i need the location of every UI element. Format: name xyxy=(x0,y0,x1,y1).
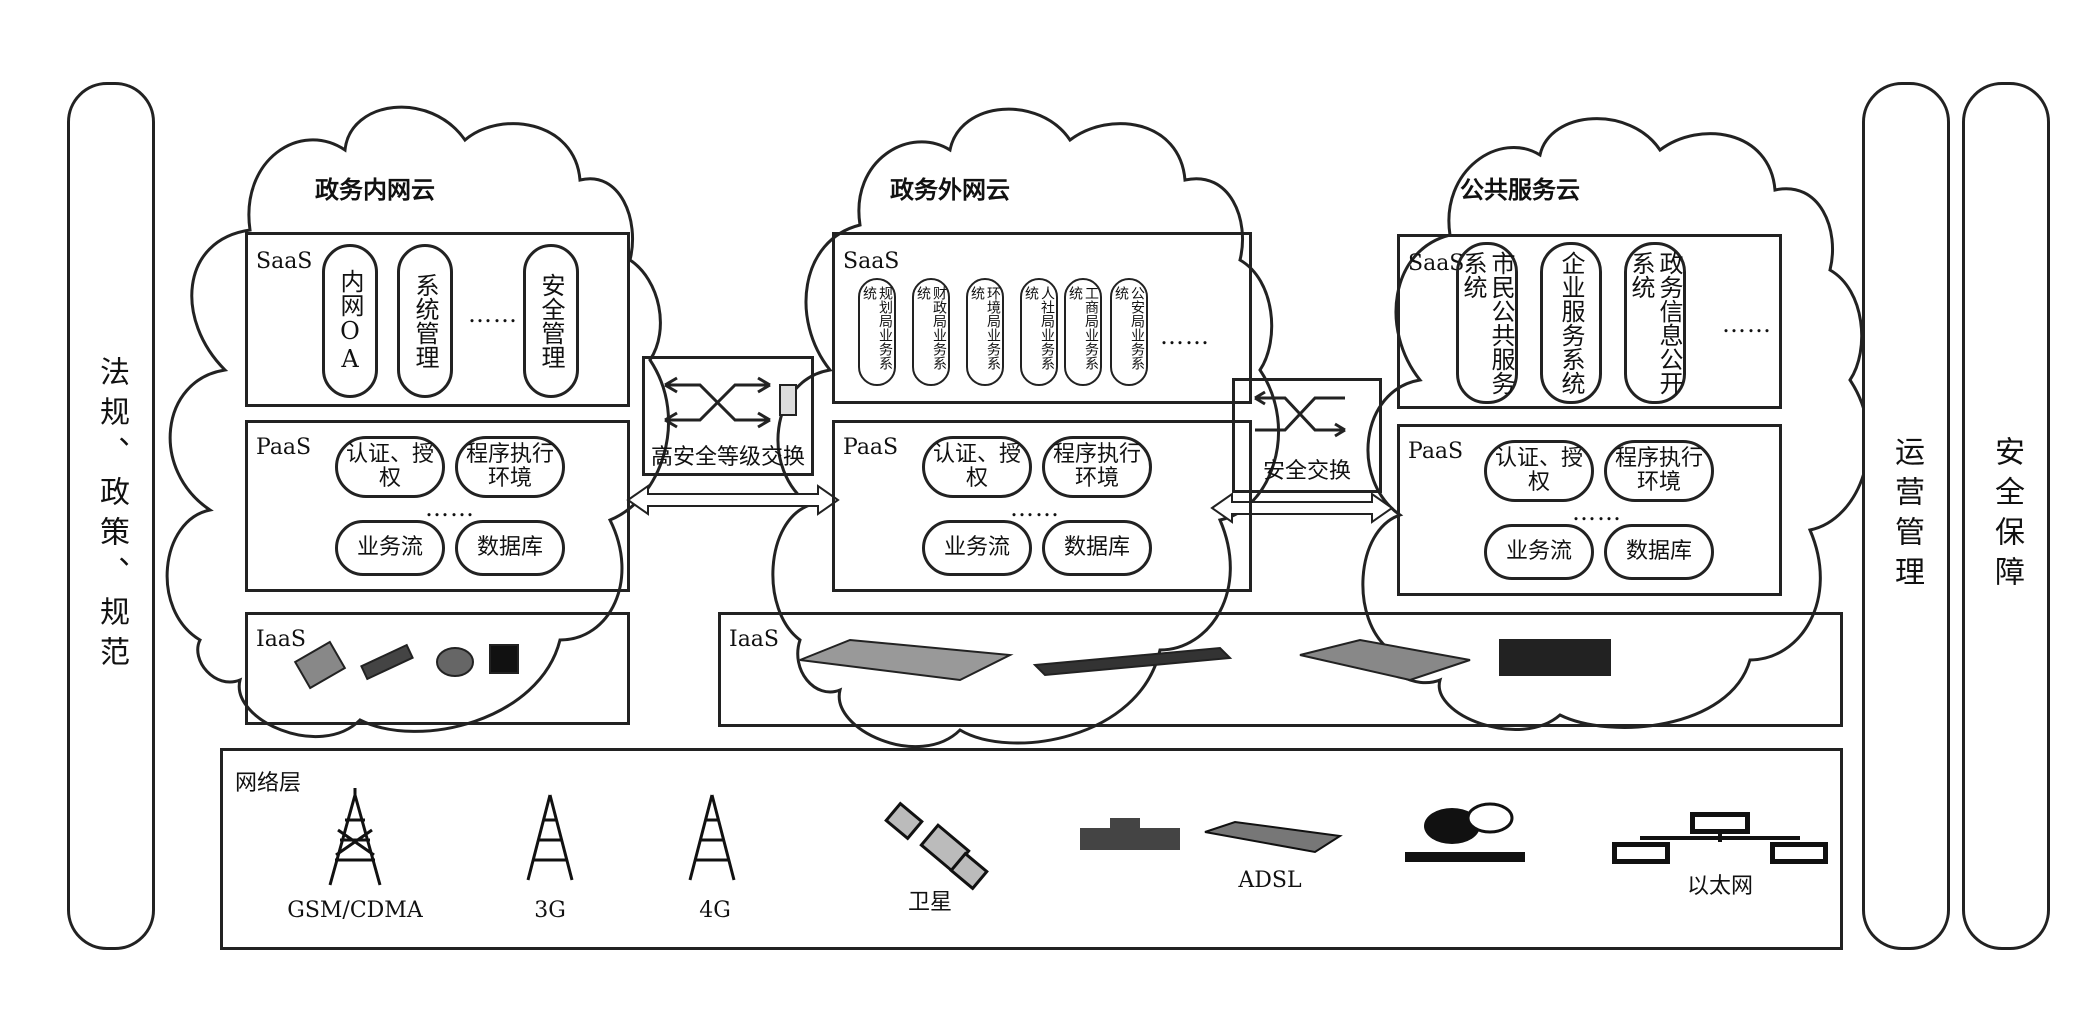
intranet-oa-item: 内网OA xyxy=(322,244,378,398)
paas-label: PaaS xyxy=(256,435,312,460)
adsl-label: ADSL xyxy=(1238,868,1302,893)
tower-icon-gsm xyxy=(328,788,382,886)
iaas-hardware-intranet xyxy=(293,640,519,690)
intranet-iaas-box: IaaS xyxy=(245,612,630,725)
adsl-modem-icon xyxy=(1204,820,1343,854)
public-database-item: 数据库 xyxy=(1604,524,1714,580)
public-saas-ellipsis: …… xyxy=(1722,310,1772,338)
security-exchange-box: 安全交换 xyxy=(1232,378,1382,493)
tower-icon-4g xyxy=(688,794,736,881)
citizen-service-item: 市民公共服务系统 xyxy=(1456,242,1518,404)
hr-bureau-item: 人社局业务系统 xyxy=(1020,278,1058,386)
switch-icon-normal xyxy=(1254,390,1346,438)
network-layer-box: 网络层 xyxy=(220,748,1843,950)
shared-iaas-box: IaaS xyxy=(718,612,1843,727)
high-security-exchange-label: 高安全等级交换 xyxy=(650,445,805,470)
extranet-paas-box: PaaS xyxy=(832,420,1252,592)
extranet-paas-ellipsis: …… xyxy=(1010,494,1060,522)
system-management-item: 系统管理 xyxy=(397,244,453,398)
enterprise-service-item: 企业服务系统 xyxy=(1540,242,1602,404)
tower-icon-3g xyxy=(526,794,574,881)
gov-info-disclosure-item: 政务信息公开系统 xyxy=(1624,242,1686,404)
gsm-cdma-label: GSM/CDMA xyxy=(287,898,423,923)
public-paas-ellipsis: …… xyxy=(1572,498,1622,526)
iaas-hardware-shared xyxy=(799,638,1611,682)
cloud-extranet-outline xyxy=(771,107,1281,748)
wimax-icon xyxy=(1405,802,1525,862)
iaas-label: IaaS xyxy=(729,627,779,652)
police-bureau-item: 公安局业务系统 xyxy=(1110,278,1148,386)
cloud-public-title: 公共服务云 xyxy=(1460,175,1580,204)
paas-label: PaaS xyxy=(843,435,899,460)
cloud-public-outline xyxy=(1361,117,1871,731)
intranet-paas-box: PaaS xyxy=(245,420,630,592)
intranet-database-item: 数据库 xyxy=(455,520,565,576)
saas-label: SaaS xyxy=(256,249,313,274)
high-security-exchange-box: 高安全等级交换 xyxy=(642,356,814,476)
double-arrow-left xyxy=(626,484,840,516)
wireless-router-icon xyxy=(1080,818,1180,850)
public-exec-env-item: 程序执行环境 xyxy=(1604,440,1714,502)
extranet-database-item: 数据库 xyxy=(1042,520,1152,576)
law-policy-panel: 法规、政策、规范 xyxy=(67,82,155,950)
intranet-auth-item: 认证、授权 xyxy=(335,436,445,498)
intranet-saas-box: SaaS xyxy=(245,232,630,407)
ethernet-label: 以太网 xyxy=(1686,874,1753,899)
saas-label: SaaS xyxy=(843,249,900,274)
law-policy-label: 法规、政策、规范 xyxy=(94,356,129,676)
intranet-paas-ellipsis: …… xyxy=(425,494,475,522)
operations-panel: 运营管理 xyxy=(1862,82,1950,950)
security-exchange-label: 安全交换 xyxy=(1262,459,1351,484)
extranet-workflow-item: 业务流 xyxy=(922,520,1032,576)
extranet-exec-env-item: 程序执行环境 xyxy=(1042,436,1152,498)
saas-label: SaaS xyxy=(1408,251,1465,276)
public-paas-box: PaaS xyxy=(1397,424,1782,596)
intranet-saas-ellipsis: …… xyxy=(468,300,518,328)
network-layer-label: 网络层 xyxy=(235,771,302,796)
cloud-extranet-title: 政务外网云 xyxy=(890,175,1010,204)
security-panel: 安全保障 xyxy=(1962,82,2050,950)
satellite-label: 卫星 xyxy=(907,890,952,915)
intranet-exec-env-item: 程序执行环境 xyxy=(455,436,565,498)
public-saas-box: SaaS xyxy=(1397,234,1782,409)
paas-label: PaaS xyxy=(1408,439,1464,464)
ethernet-icon xyxy=(1612,812,1828,864)
cloud-intranet-outline xyxy=(165,105,671,738)
extranet-saas-ellipsis: …… xyxy=(1160,322,1210,350)
satellite-icon xyxy=(884,801,989,891)
3g-label: 3G xyxy=(534,898,566,923)
security-management-item: 安全管理 xyxy=(523,244,579,398)
switch-icon-high xyxy=(664,376,771,429)
operations-label: 运营管理 xyxy=(1889,436,1924,596)
intranet-workflow-item: 业务流 xyxy=(335,520,445,576)
double-arrow-right xyxy=(1210,492,1394,524)
planning-bureau-item: 规划局业务系统 xyxy=(858,278,896,386)
public-auth-item: 认证、授权 xyxy=(1484,440,1594,502)
finance-bureau-item: 财政局业务系统 xyxy=(912,278,950,386)
4g-label: 4G xyxy=(699,898,731,923)
extranet-auth-item: 认证、授权 xyxy=(922,436,1032,498)
security-label: 安全保障 xyxy=(1989,436,2024,596)
commerce-bureau-item: 工商局业务系统 xyxy=(1064,278,1102,386)
environment-bureau-item: 环境局业务系统 xyxy=(966,278,1004,386)
cloud-intranet-title: 政务内网云 xyxy=(315,175,435,204)
iaas-label: IaaS xyxy=(256,627,306,652)
extranet-saas-box: SaaS xyxy=(832,232,1252,404)
public-workflow-item: 业务流 xyxy=(1484,524,1594,580)
